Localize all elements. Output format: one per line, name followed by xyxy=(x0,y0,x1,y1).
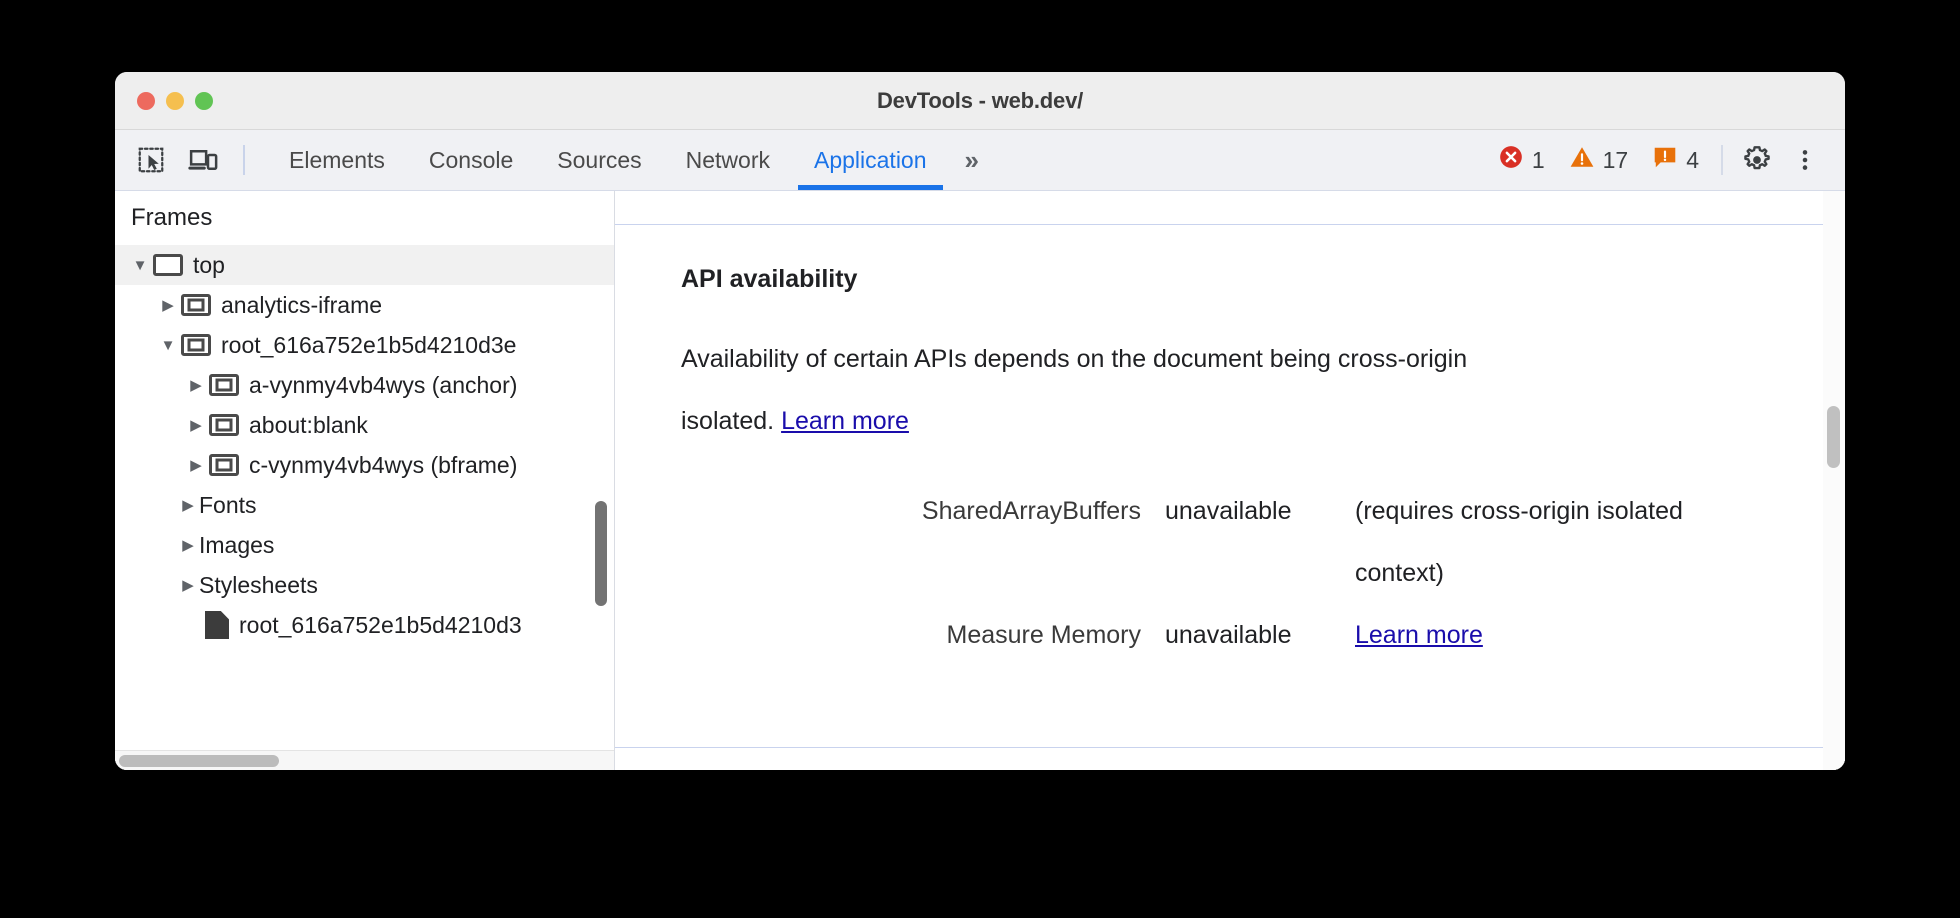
tree-item-label: root_616a752e1b5d4210d3e xyxy=(221,331,517,358)
tab-sources[interactable]: Sources xyxy=(557,146,642,173)
frame-inner-icon xyxy=(209,454,239,476)
tree-item-bframe[interactable]: c-vynmy4vb4wys (bframe) xyxy=(115,445,614,485)
tree-item-label: root_616a752e1b5d4210d3 xyxy=(239,611,522,638)
tree-item-anchor-frame[interactable]: a-vynmy4vb4wys (anchor) xyxy=(115,365,614,405)
api-availability-section: API availability Availability of certain… xyxy=(615,225,1845,748)
chevron-right-icon[interactable] xyxy=(185,416,207,434)
table-row: Measure Memory unavailable Learn more xyxy=(615,604,1845,666)
tree-item-label: top xyxy=(193,251,225,278)
panel-tabs: Elements Console Sources Network Applica… xyxy=(267,130,991,190)
toolbar-right-group: 1 17 xyxy=(1488,130,1845,190)
table-cell-value: unavailable xyxy=(1165,497,1292,525)
chevron-right-icon[interactable] xyxy=(177,496,199,514)
toolbar-divider xyxy=(243,145,245,175)
tree-item-analytics-iframe[interactable]: analytics-iframe xyxy=(115,285,614,325)
tree-item-fonts[interactable]: Fonts xyxy=(115,485,614,525)
chevron-right-icon[interactable] xyxy=(185,456,207,474)
api-availability-description-text: Availability of certain APIs depends on … xyxy=(681,345,1468,435)
error-count-badge[interactable]: 1 xyxy=(1488,144,1555,176)
inspect-element-icon[interactable] xyxy=(129,138,173,182)
chevron-right-icon[interactable] xyxy=(157,296,179,314)
table-cell-note: (requires cross-origin isolated context) xyxy=(1355,497,1683,587)
tree-item-label: c-vynmy4vb4wys (bframe) xyxy=(249,451,518,478)
warning-count: 17 xyxy=(1602,146,1629,173)
sidebar-horizontal-scrollbar-thumb[interactable] xyxy=(119,755,279,767)
toolbar-left-group xyxy=(115,130,255,190)
tree-item-label: Images xyxy=(199,531,275,558)
tree-item-label: Stylesheets xyxy=(199,571,318,598)
tree-item-top[interactable]: top xyxy=(115,245,614,285)
issue-icon xyxy=(1652,144,1678,176)
measure-memory-learn-more-link[interactable]: Learn more xyxy=(1355,621,1483,649)
error-icon xyxy=(1498,144,1524,176)
tree-item-label: analytics-iframe xyxy=(221,291,383,318)
tree-item-images[interactable]: Images xyxy=(115,525,614,565)
tree-item-label: a-vynmy4vb4wys (anchor) xyxy=(249,371,518,398)
tab-elements[interactable]: Elements xyxy=(289,146,385,173)
tree-item-about-blank[interactable]: about:blank xyxy=(115,405,614,445)
frame-inner-icon xyxy=(181,294,211,316)
toolbar-divider-right xyxy=(1721,145,1723,175)
api-availability-description: Availability of certain APIs depends on … xyxy=(681,328,1541,452)
frames-sidebar: Frames top analytics-iframe root_616a752… xyxy=(115,191,615,770)
chevron-right-icon[interactable] xyxy=(177,576,199,594)
learn-more-link[interactable]: Learn more xyxy=(781,407,909,435)
devtools-toolbar: Elements Console Sources Network Applica… xyxy=(115,130,1845,190)
table-cell-note: Learn more xyxy=(1355,604,1775,666)
api-availability-table: SharedArrayBuffers unavailable (requires… xyxy=(615,480,1845,666)
table-cell-value: unavailable xyxy=(1165,621,1292,649)
application-content-panel: API availability Availability of certain… xyxy=(615,191,1845,770)
issue-count-badge[interactable]: 4 xyxy=(1642,144,1709,176)
content-section-divider-top xyxy=(615,191,1845,225)
frame-inner-icon xyxy=(209,414,239,436)
frame-inner-icon xyxy=(209,374,239,396)
document-icon xyxy=(205,611,229,639)
chevron-down-icon[interactable] xyxy=(129,257,151,274)
sidebar-vertical-scrollbar[interactable] xyxy=(595,501,607,606)
frame-icon xyxy=(153,254,183,276)
kebab-menu-icon[interactable] xyxy=(1783,138,1827,182)
chevron-right-icon[interactable] xyxy=(185,376,207,394)
tree-item-root-frame[interactable]: root_616a752e1b5d4210d3e xyxy=(115,325,614,365)
traffic-lights xyxy=(137,91,213,110)
tree-item-label: about:blank xyxy=(249,411,368,438)
sidebar-header-frames: Frames xyxy=(115,191,614,245)
device-toolbar-icon[interactable] xyxy=(181,138,225,182)
tree-item-label: Fonts xyxy=(199,491,257,518)
tab-console[interactable]: Console xyxy=(428,146,514,173)
tree-item-stylesheets[interactable]: Stylesheets xyxy=(115,565,614,605)
error-count: 1 xyxy=(1531,146,1545,173)
warning-icon xyxy=(1569,144,1595,176)
content-vertical-scrollbar-track[interactable] xyxy=(1823,191,1845,770)
sidebar-horizontal-scrollbar-track[interactable] xyxy=(115,750,614,770)
page-title: API availability xyxy=(681,265,858,293)
table-cell-key: SharedArrayBuffers xyxy=(921,497,1141,525)
close-window-button[interactable] xyxy=(137,91,155,110)
content-section-divider-bottom xyxy=(615,748,1845,770)
content-vertical-scrollbar-thumb[interactable] xyxy=(1827,406,1840,468)
tab-network[interactable]: Network xyxy=(685,146,770,173)
issue-count: 4 xyxy=(1686,146,1699,173)
devtools-body: Frames top analytics-iframe root_616a752… xyxy=(115,190,1845,770)
more-tabs-icon[interactable]: » xyxy=(964,144,980,175)
window-titlebar: DevTools - web.dev/ xyxy=(115,72,1845,130)
chevron-right-icon[interactable] xyxy=(177,536,199,554)
table-cell-key: Measure Memory xyxy=(946,621,1142,649)
table-row: SharedArrayBuffers unavailable (requires… xyxy=(615,480,1845,604)
frames-tree: top analytics-iframe root_616a752e1b5d42… xyxy=(115,245,614,770)
warning-count-badge[interactable]: 17 xyxy=(1559,144,1639,176)
tab-application[interactable]: Application xyxy=(792,130,949,190)
maximize-window-button[interactable] xyxy=(195,91,213,110)
window-title: DevTools - web.dev/ xyxy=(876,87,1084,113)
frame-inner-icon xyxy=(181,334,211,356)
tree-item-document[interactable]: root_616a752e1b5d4210d3 xyxy=(115,605,614,645)
chevron-down-icon[interactable] xyxy=(157,337,179,354)
minimize-window-button[interactable] xyxy=(166,91,184,110)
gear-icon[interactable] xyxy=(1735,138,1779,182)
devtools-window: DevTools - web.dev/ xyxy=(115,72,1845,770)
